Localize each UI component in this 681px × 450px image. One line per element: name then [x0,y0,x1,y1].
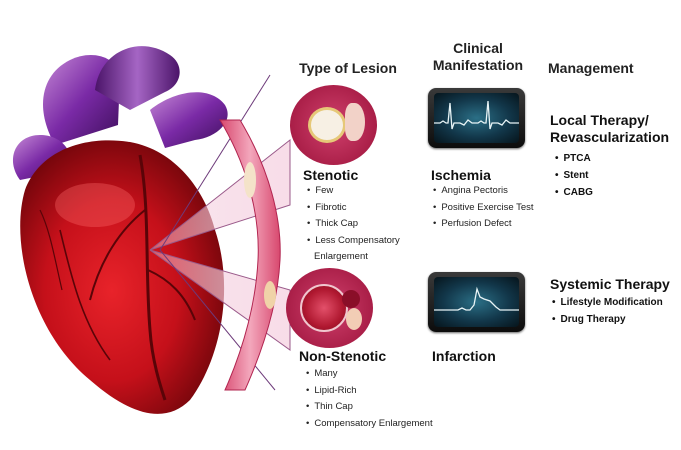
infarction-ecg-monitor [428,272,525,332]
infarction-title: Infarction [432,348,496,364]
list-item: Lifestyle Modification [552,294,663,311]
ischemia-ecg-screen [434,93,519,143]
list-item: Positive Exercise Test [433,200,533,217]
stenotic-title: Stenotic [303,167,359,183]
non-stenotic-cap [346,308,362,330]
non-stenotic-lesion-disc [286,268,373,348]
header-type-of-lesion: Type of Lesion [299,60,397,76]
stenotic-lesion-disc [290,85,377,165]
list-item: PTCA [555,150,593,167]
stenotic-lumen [308,107,346,143]
list-item: Many [306,366,433,383]
list-item: CABG [555,184,593,201]
heart-illustration [12,46,228,414]
non-stenotic-title: Non-Stenotic [299,348,387,364]
stenotic-list-continuation: Enlargement [314,251,368,262]
infarction-ecg-trace [434,286,519,311]
local-therapy-line2: Revascularization [550,129,670,145]
header-clinical-line2: Manifestation [432,57,524,73]
list-item: Drug Therapy [552,311,663,328]
ischemia-ecg-monitor [428,88,525,148]
list-item: Thin Cap [306,399,433,416]
artery-pointer-illustration [149,74,291,391]
stenotic-list: Few Fibrotic Thick Cap Less Compensatory [307,183,400,250]
ischemia-title: Ischemia [431,167,491,183]
header-clinical-line1: Clinical [453,40,503,56]
list-item: Angina Pectoris [433,183,534,200]
list-item: Lipid-Rich [306,383,433,400]
local-therapy-title: Local Therapy/ Revascularization [550,112,669,146]
systemic-therapy-title: Systemic Therapy [550,276,670,292]
non-stenotic-list: Many Lipid-Rich Thin Cap Compensatory En… [306,366,433,433]
list-item: Few [307,183,400,200]
non-stenotic-lumen [342,290,360,308]
list-item: Thick Cap [307,216,400,233]
header-management: Management [548,60,634,76]
non-stenotic-lipid-core [300,284,348,332]
list-item: Fibrotic [307,200,400,217]
list-item: Compensatory Enlargement [306,416,432,433]
infarction-ecg-screen [434,277,519,327]
list-item: Less Compensatory [307,233,399,250]
list-item: Stent [555,167,593,184]
stenotic-plaque [345,103,365,141]
header-clinical-manifestation: Clinical Manifestation [418,40,538,74]
list-item: Perfusion Defect [433,216,534,233]
local-therapy-list: PTCA Stent CABG [555,150,593,201]
systemic-therapy-list: Lifestyle Modification Drug Therapy [552,294,663,328]
ischemia-list: Angina Pectoris Positive Exercise Test P… [433,183,534,233]
local-therapy-line1: Local Therapy/ [550,112,649,128]
ischemia-ecg-trace [434,100,519,130]
